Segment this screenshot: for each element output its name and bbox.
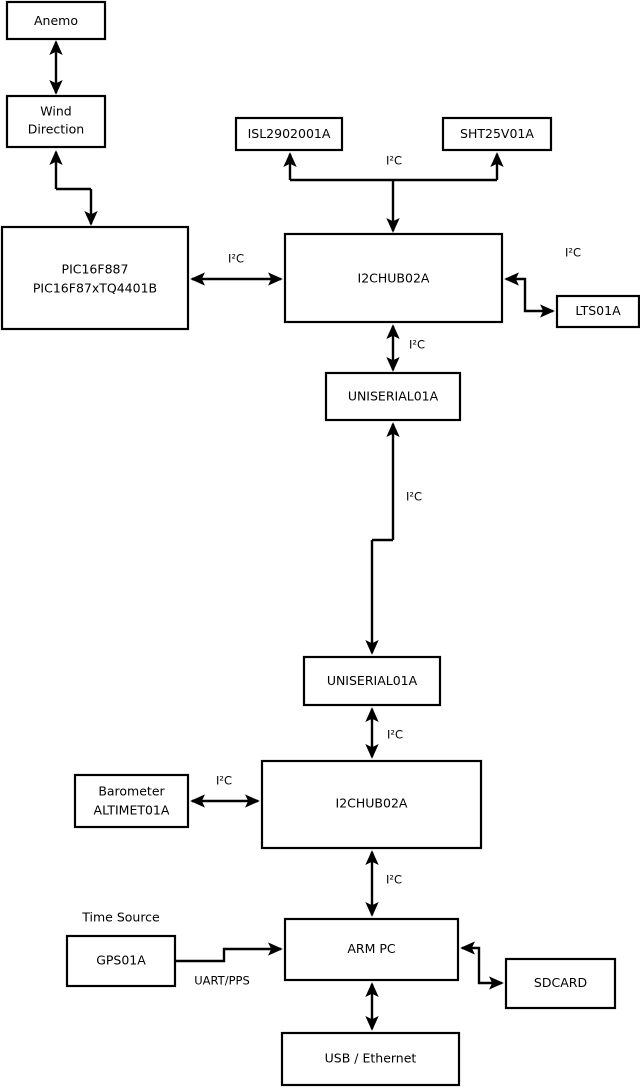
node-barometer-label-line2: ALTIMET01A xyxy=(94,803,170,818)
edge-hubtop-lts xyxy=(504,272,555,318)
edge-armpc-sdcard xyxy=(460,941,504,990)
node-barometer-altimet01a[interactable]: Barometer ALTIMET01A xyxy=(73,773,190,829)
node-barometer-altimet01a-box xyxy=(73,773,190,829)
node-sht25v01a[interactable]: SHT25V01A xyxy=(441,116,553,152)
node-uniserial01a-top-box xyxy=(324,371,462,422)
node-i2chub02a-bottom[interactable]: I2CHUB02A xyxy=(260,759,483,850)
edge-label-i2c-barometer-hub: I²C xyxy=(216,774,232,788)
node-uniserial01a-bottom-box xyxy=(302,655,442,707)
node-i2chub02a-bottom-label: I2CHUB02A xyxy=(336,796,408,811)
node-uniserial01a-top-label: UNISERIAL01A xyxy=(348,389,439,404)
node-i2chub02a-top-label: I2CHUB02A xyxy=(358,271,430,286)
node-arm-pc[interactable]: ARM PC xyxy=(283,917,460,982)
label-time-source: Time Source xyxy=(81,910,160,925)
edge-gps-armpc xyxy=(175,942,283,963)
node-i2chub02a-bottom-box xyxy=(260,759,483,850)
node-wind-direction[interactable]: Wind Direction xyxy=(5,94,107,149)
node-i2chub02a-top[interactable]: I2CHUB02A xyxy=(283,232,504,324)
node-sht25v01a-box xyxy=(441,116,553,152)
node-arm-pc-box xyxy=(283,917,460,982)
node-isl2902001a-label: ISL2902001A xyxy=(248,126,331,141)
node-uniserial01a-top[interactable]: UNISERIAL01A xyxy=(324,371,462,422)
node-lts01a-label: LTS01A xyxy=(575,303,621,318)
node-barometer-label-line1: Barometer xyxy=(98,784,165,799)
node-arm-pc-label: ARM PC xyxy=(347,941,396,956)
node-sht25v01a-label: SHT25V01A xyxy=(460,126,534,141)
node-lts01a[interactable]: LTS01A xyxy=(555,294,640,329)
node-uniserial01a-bottom-label: UNISERIAL01A xyxy=(327,673,418,688)
node-sdcard-box xyxy=(504,957,617,1010)
edge-label-i2c-hub-armpc: I²C xyxy=(386,873,402,887)
edge-label-i2c-uniserial-hub: I²C xyxy=(387,728,403,742)
node-uniserial01a-bottom[interactable]: UNISERIAL01A xyxy=(302,655,442,707)
node-sdcard-label: SDCARD xyxy=(534,975,587,990)
node-anemo-box xyxy=(5,0,107,41)
edge-label-i2c-sensors-top: I²C xyxy=(386,154,402,168)
node-lts01a-box xyxy=(555,294,640,329)
node-anemo-label: Anemo xyxy=(34,13,78,28)
node-wind-direction-label-line2: Direction xyxy=(28,122,84,137)
node-pic16f887-label-line1: PIC16F887 xyxy=(62,262,129,277)
node-pic16f887[interactable]: PIC16F887 PIC16F87xTQ4401B xyxy=(0,225,190,331)
node-isl2902001a[interactable]: ISL2902001A xyxy=(234,116,344,152)
node-gps01a-box xyxy=(65,934,177,988)
node-gps01a-label: GPS01A xyxy=(96,953,146,968)
node-pic16f887-label-line2: PIC16F87xTQ4401B xyxy=(33,281,157,296)
node-anemo[interactable]: Anemo xyxy=(5,0,107,41)
edge-label-i2c-uniserial-link: I²C xyxy=(406,490,422,504)
edge-label-uart-pps: UART/PPS xyxy=(194,974,250,988)
edge-label-i2c-hub-lts: I²C xyxy=(565,246,581,260)
node-sdcard[interactable]: SDCARD xyxy=(504,957,617,1010)
node-usb-ethernet-label: USB / Ethernet xyxy=(325,1051,417,1066)
node-gps01a[interactable]: GPS01A xyxy=(65,934,177,988)
node-wind-direction-box xyxy=(5,94,107,149)
node-usb-ethernet-box xyxy=(280,1031,461,1087)
edge-label-i2c-pic-hub: I²C xyxy=(228,252,244,266)
node-i2chub02a-top-box xyxy=(283,232,504,324)
node-usb-ethernet[interactable]: USB / Ethernet xyxy=(280,1031,461,1087)
node-pic16f887-box xyxy=(0,225,190,331)
node-isl2902001a-box xyxy=(234,116,344,152)
node-wind-direction-label-line1: Wind xyxy=(40,104,71,119)
edge-label-i2c-hub-uniserial: I²C xyxy=(409,338,425,352)
